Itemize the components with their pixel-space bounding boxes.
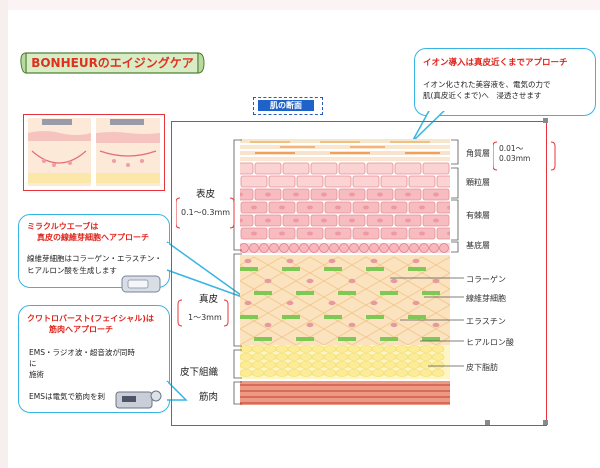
wave-callout-title-2: 真皮の線維芽細胞へアプローチ xyxy=(37,233,149,242)
epidermis-label: 表皮 xyxy=(196,189,216,200)
burst-callout-line-5: EMSは電気で筋肉を刺 xyxy=(29,392,105,401)
frame-handle-top xyxy=(543,118,548,123)
stratum-corneum-label: 角質層 xyxy=(466,149,490,158)
basal-layer-label: 基底層 xyxy=(466,241,490,250)
skin-cross-section xyxy=(240,139,450,405)
left-red-brackets xyxy=(176,197,235,327)
wave-device-image xyxy=(120,272,162,296)
ion-callout-line-1: イオン化された美容液を、電気の力で xyxy=(423,80,551,89)
title-banner: BONHEURのエイジングケア xyxy=(20,50,205,76)
frame-handle-bottom-mid xyxy=(485,420,490,425)
fat-cells xyxy=(240,345,445,377)
epidermis-depth-label: 0.1～0.3mm xyxy=(181,208,231,217)
corneum-depth-line-2: 0.03mm xyxy=(499,154,531,163)
corneum-depth-line-1: 0.01～ xyxy=(499,144,524,153)
ion-callout-title: イオン導入は真皮近くまでアプローチ xyxy=(423,58,568,68)
skin-diagram-frame xyxy=(171,121,547,426)
granular-layer-label: 顆粒層 xyxy=(466,178,490,187)
burst-callout-line-2: に xyxy=(29,359,37,368)
dermis-leader-lines xyxy=(390,277,464,367)
subcutaneous-fat-label: 皮下脂肪 xyxy=(466,363,498,372)
thumbnail-illustration xyxy=(28,118,160,186)
stratum-corneum-layer xyxy=(240,139,450,161)
wave-callout-line-2: ヒアルロン酸を生成します xyxy=(27,266,117,275)
subcutaneous-label: 皮下組織 xyxy=(180,367,219,378)
basal-cells xyxy=(240,243,449,253)
corneum-depth-bracket xyxy=(493,141,556,171)
burst-callout-line-1: EMS・ラジオ波・超音波が同時 xyxy=(29,348,135,357)
muscle-fibers xyxy=(240,384,450,404)
right-bracket-lines xyxy=(451,139,459,253)
wave-callout: ミラクルウエーブは 真皮の線維芽細胞へアプローチ 線維芽細胞はコラーゲン・エラス… xyxy=(18,214,170,288)
hyaluronic-label: ヒアルロン酸 xyxy=(466,338,514,347)
skin-comparison-thumbnail xyxy=(23,114,165,191)
scroll-banner-shape xyxy=(20,52,205,74)
fibroblast-label: 線維芽細胞 xyxy=(466,294,506,303)
skin-title: 肌の断面 xyxy=(258,100,314,111)
dermis-pattern xyxy=(240,256,450,354)
wave-callout-line-1: 線維芽細胞はコラーゲン・エラスチン・ xyxy=(27,254,162,263)
muscle-label: 筋肉 xyxy=(199,392,219,403)
banner-title: BONHEURのエイジングケア xyxy=(31,56,194,70)
viewer-top-band xyxy=(0,0,600,10)
ion-callout: イオン導入は真皮近くまでアプローチ イオン化された美容液を、電気の力で 肌(真皮… xyxy=(414,48,596,116)
spinous-layer-label: 有棘層 xyxy=(466,211,490,220)
frame-handle-bottom xyxy=(543,420,548,425)
dermis-depth-label: 1～3mm xyxy=(188,313,222,322)
burst-callout-line-3: 施術 xyxy=(29,370,44,379)
burst-device-image xyxy=(112,386,164,412)
ion-callout-line-2: 肌(真皮近くまで)へ 浸透させます xyxy=(423,91,542,100)
wave-callout-title-1: ミラクルウエーブは xyxy=(27,222,99,231)
dermis-label: 真皮 xyxy=(199,294,219,305)
viewer-left-band xyxy=(0,0,8,468)
left-bracket-lines xyxy=(233,139,242,405)
elastin-label: エラスチン xyxy=(466,317,506,326)
collagen-label: コラーゲン xyxy=(466,275,506,284)
burst-callout-title-1: クワトロバースト(フェイシャル)は xyxy=(27,314,154,323)
skin-title-frame: 肌の断面 xyxy=(253,97,323,115)
epidermis-cells xyxy=(240,162,450,240)
burst-callout-title-2: 筋肉へアプローチ xyxy=(49,325,113,334)
